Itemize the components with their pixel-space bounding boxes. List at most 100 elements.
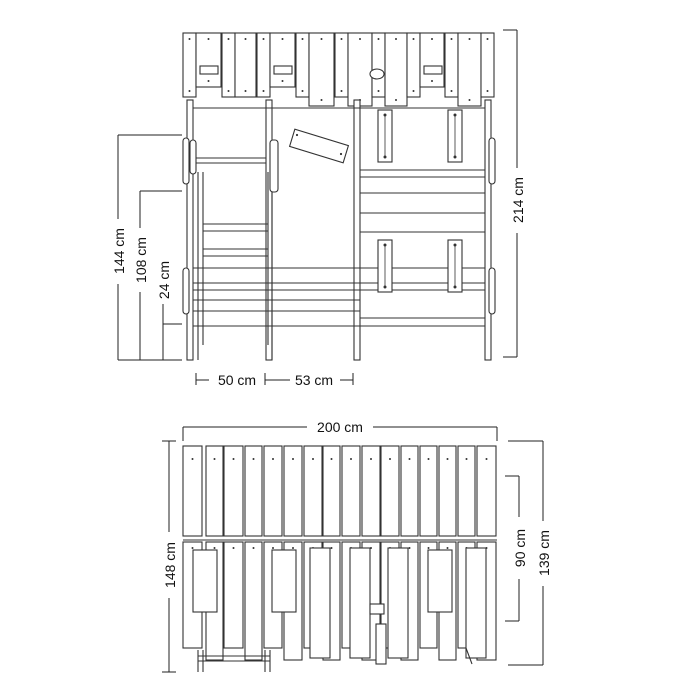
front-roof-bolt: [359, 38, 361, 40]
front-roof-bolt: [412, 90, 415, 92]
side-roof-bolt: [370, 458, 372, 460]
side-roof-bolt: [389, 458, 391, 460]
side-handle: [488, 267, 496, 315]
front-roof-board: [334, 32, 349, 98]
front-roof-board: [182, 32, 197, 98]
front-roof-bolt: [207, 38, 210, 40]
side-roof-plank: [427, 549, 453, 613]
side-roof-board-top: [182, 445, 203, 537]
side-roof-bolt: [292, 547, 294, 549]
front-dimension-lines: [117, 29, 518, 385]
side-roof-plank: [465, 547, 487, 659]
front-side-handles: [182, 137, 496, 315]
side-handle: [182, 137, 190, 185]
front-roof-bolt: [431, 80, 433, 82]
side-roof-bolt: [312, 458, 314, 460]
front-roof-bolt: [486, 90, 489, 92]
front-roof-bolt: [207, 80, 210, 82]
side-roof-bolt: [408, 458, 411, 460]
swing-bracket-bolt: [383, 243, 387, 247]
side-roof-bolt: [350, 458, 352, 460]
front-view: 214 cm 144 cm 108 cm 24 cm 50 cm 53 cm: [111, 29, 526, 388]
side-roof-board-top: [303, 445, 323, 537]
front-roof-bolt: [395, 99, 397, 101]
front-posts: [186, 99, 492, 361]
front-roof-tab: [199, 65, 219, 75]
side-roof-plank: [387, 547, 409, 659]
front-ladder: [197, 172, 273, 360]
dim-label-200: 200 cm: [317, 419, 363, 435]
front-roof-bolt: [450, 38, 453, 40]
side-ladder: [197, 650, 271, 672]
side-wheel-detail: [369, 603, 473, 665]
front-roof-board: [347, 32, 373, 107]
front-roof-board: [256, 32, 271, 98]
front-roof-board: [195, 32, 222, 88]
side-handle: [488, 137, 496, 185]
side-roof-bolt: [232, 458, 235, 460]
side-roof-board-bottom: [244, 541, 263, 661]
front-roof-bolt: [227, 38, 230, 40]
front-roof-bolt: [244, 90, 247, 92]
front-roof-bolt: [377, 90, 380, 92]
side-roof-bolt: [213, 458, 216, 460]
swing-bracket-bolt: [453, 113, 457, 117]
side-handle: [182, 267, 190, 315]
front-beams: [193, 107, 485, 327]
side-view: 200 cm 148 cm 139 cm 90 cm: [162, 419, 552, 673]
side-roof-board-top: [244, 445, 263, 537]
dim-label-148: 148 cm: [162, 542, 178, 588]
front-dimension-labels: 214 cm 144 cm 108 cm 24 cm 50 cm 53 cm: [111, 177, 526, 388]
side-roof-board-top: [419, 445, 438, 537]
side-roof-board-bottom: [223, 541, 244, 649]
side-roof-board-top: [283, 445, 303, 537]
side-roof-bolt: [252, 547, 255, 549]
front-roof-bolt: [227, 90, 230, 92]
side-roof-bolt: [485, 458, 488, 460]
side-roof-plank: [271, 549, 297, 613]
side-roof-bolt: [465, 458, 468, 460]
swing-bracket-bolt: [453, 243, 457, 247]
front-roof-bolt: [412, 38, 415, 40]
dim-label-90: 90 cm: [512, 529, 528, 567]
ladder-handle: [189, 139, 197, 175]
swing-bracket-bolt: [453, 285, 457, 289]
side-dimension-lines: [162, 426, 544, 673]
front-roof-bolt: [281, 38, 284, 40]
front-roof-bolt: [431, 38, 433, 40]
side-roof-bolt: [213, 547, 216, 549]
front-roof-bolt: [468, 99, 471, 101]
side-roof-board-top: [223, 445, 244, 537]
side-roof-bolt: [272, 547, 274, 549]
front-roof-board: [419, 32, 445, 88]
side-roof-board-top: [263, 445, 283, 537]
side-roof-board-top: [476, 445, 497, 537]
side-roof-board-top: [438, 445, 457, 537]
swing-bracket-bolt: [383, 113, 387, 117]
front-roof-bolt: [340, 38, 343, 40]
front-roof-board: [295, 32, 310, 98]
front-roof-bolt: [320, 38, 323, 40]
swing-bracket-bolt: [453, 155, 457, 159]
front-roof-tab: [273, 65, 293, 75]
front-roof-board: [308, 32, 335, 107]
front-roof-bolt: [262, 90, 265, 92]
side-roof-board-top: [380, 445, 400, 537]
front-roof-board: [480, 32, 495, 98]
side-roof-bolt: [272, 458, 274, 460]
front-roof-board: [406, 32, 421, 98]
front-roof-bolt: [320, 99, 323, 101]
front-roof-bolt: [262, 38, 265, 40]
side-roof-plank: [192, 549, 218, 613]
front-swing-brackets: [377, 109, 463, 293]
dim-label-144: 144 cm: [111, 228, 127, 274]
front-roof-bolt: [244, 38, 247, 40]
side-roof-bolt: [446, 547, 449, 549]
side-roof-bolt: [232, 547, 235, 549]
side-roof-board-top: [341, 445, 361, 537]
front-roof-bolt: [301, 38, 304, 40]
side-roof-board-top: [361, 445, 381, 537]
side-roof-bolt: [292, 458, 294, 460]
front-roof-board: [444, 32, 459, 98]
